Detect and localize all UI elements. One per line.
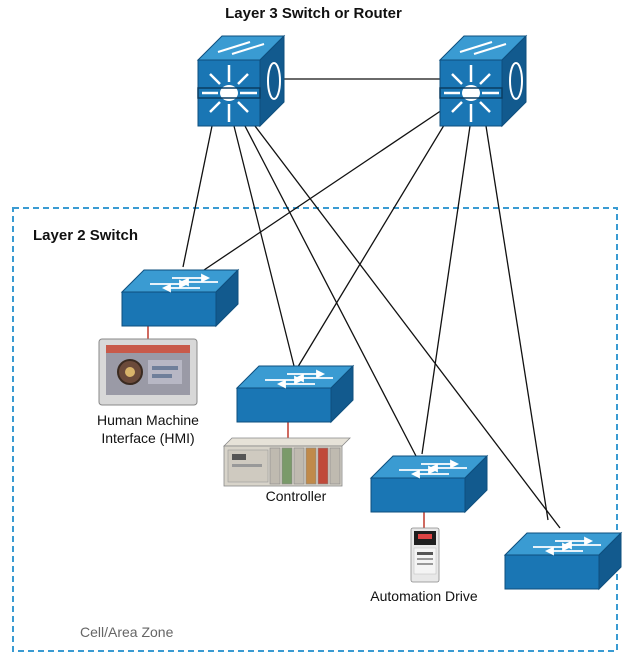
hmi-label-line2: Interface (HMI) [101,430,195,446]
layer2-switch-icon [236,365,354,423]
automation-drive-icon [410,527,440,583]
cell-area-zone-label: Cell/Area Zone [80,624,174,640]
layer2-switch-icon [370,455,488,513]
controller-label: Controller [265,488,327,504]
layer2-label: Layer 2 Switch [33,227,139,244]
layer2-switch-icon [504,532,622,590]
automation-drive-label: Automation Drive [370,588,478,604]
layer3-switch-icon [438,34,528,128]
layer3-switch-icon [196,34,286,128]
cell-area-zone-boundary [12,207,618,652]
hmi-label: Human Machine Interface (HMI) [60,411,236,447]
device-links [147,325,425,528]
hmi-label-line1: Human Machine [97,412,199,428]
layer3-label: Layer 3 Switch or Router [225,5,402,22]
layer2-switch-icon [121,269,239,327]
network-links [182,78,561,529]
hmi-panel-icon [98,338,198,406]
plc-controller-icon [223,437,351,487]
